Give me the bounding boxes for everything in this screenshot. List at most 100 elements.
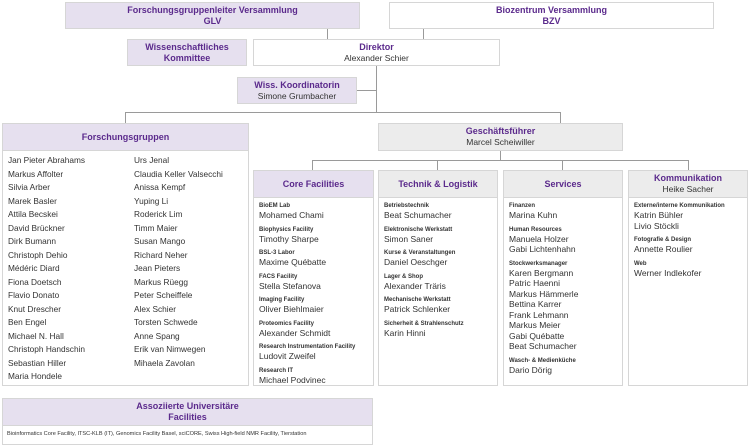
section-label: Biophysics Facility [259,226,314,233]
core-title: Core Facilities [282,178,345,189]
connector [688,160,689,170]
group-leader-name: Mihaela Zavolan [134,357,195,368]
section-label: Externe/interne Kommunikation [634,203,725,209]
person-name: Beat Schumacher [384,210,452,220]
assoz-title-2: Facilities [168,412,207,422]
group-leader-name: Markus Affolter [8,168,64,179]
bzv-box: Biozentrum Versammlung BZV [389,2,714,29]
group-leader-name: Claudia Keller Valsecchi [134,168,223,179]
direktor-name: Alexander Schier [344,52,409,63]
person-name: Oliver Biehlmaier [259,304,324,314]
assoz-facilities-list: Bioinformatics Core Facility, ITSC-KLB (… [7,431,307,437]
group-leader-name: Jean Pieters [134,263,181,273]
section-label: BioEM Lab [259,203,290,209]
komm-name: Heike Sacher [662,184,714,194]
section-label: Wasch- & Medienküche [509,357,576,364]
group-leader-name: Dirk Bumann [8,236,56,246]
person-name: Markus Meier [509,320,561,330]
connector [125,112,561,113]
group-leader-name: Christoph Dehio [8,249,68,260]
person-name: Daniel Oeschger [384,257,448,267]
group-leader-name: Markus Rüegg [134,276,188,287]
person-name: Alexander Träris [384,280,446,291]
section-label: Imaging Facility [259,297,305,303]
person-name: Timothy Sharpe [259,233,319,244]
assoz-box: Assoziierte Universitäre Facilities Bioi… [2,398,373,445]
group-leader-name: David Brückner [8,222,65,233]
group-leader-name: Médéric Diard [8,263,60,273]
connector [327,28,328,39]
group-leader-name: Jan Pieter Abrahams [8,155,86,165]
person-name: Werner Indlekofer [634,267,702,278]
section-label: Fotografie & Design [634,237,692,243]
group-leader-name: Flavio Donato [8,290,60,300]
koord-box: Wiss. Koordinatorin Simone Grumbacher [237,77,357,104]
connector [356,90,376,91]
person-name: Bettina Karrer [509,299,562,309]
section-label: Kurse & Veranstaltungen [384,250,456,256]
group-leader-name: Timm Maier [134,222,178,233]
connector [376,65,377,112]
connector [423,28,424,39]
person-name: Michael Podvinec [259,374,326,385]
gf-name: Marcel Scheiwiller [466,137,535,147]
koord-name: Simone Grumbacher [257,90,337,101]
person-name: Beat Schumacher [509,341,577,351]
group-leader-name: Erik van Nimwegen [134,344,206,354]
wk-title-2: Kommittee [163,52,211,63]
person-name: Alexander Schmidt [259,327,331,338]
group-leader-name: Yuping Li [134,195,169,206]
person-name: Stella Stefanova [259,280,321,291]
wk-title-1: Wissenschaftliches [145,41,229,52]
section-label: Stockwerksmanager [509,260,568,267]
group-leader-name: Roderick Lim [134,209,183,219]
connector [500,150,501,160]
person-name: Mohamed Chami [259,210,324,220]
person-name: Ludovit Zweifel [259,351,316,361]
group-leader-name: Knut Drescher [8,303,62,314]
connector [312,160,313,170]
person-name: Manuela Holzer [509,233,569,244]
person-name: Marina Kuhn [509,210,558,220]
group-leader-name: Torsten Schwede [134,317,198,327]
glv-abbr: GLV [203,15,222,26]
group-leader-name: Richard Neher [134,249,188,260]
kommunikation-box: Kommunikation Heike Sacher Externe/inter… [628,170,748,386]
person-name: Gabi Québatte [509,330,565,341]
group-leader-name: Anne Spang [134,330,180,341]
forschungsgruppen-title: Forschungsgruppen [81,131,170,142]
section-label: Betriebstechnik [384,203,430,209]
technik-title: Technik & Logistik [398,178,478,189]
group-leader-name: Christoph Handschin [8,344,86,354]
connector [562,160,563,170]
gf-box: Geschäftsführer Marcel Scheiwiller [378,123,623,151]
person-name: Markus Hämmerle [509,288,579,299]
connector [560,112,561,123]
section-label: Proteomics Facility [259,320,315,327]
bzv-abbr: BZV [542,15,561,26]
person-name: Patrick Schlenker [384,304,451,314]
group-leader-name: Urs Jenal [134,155,170,165]
direktor-box: Direktor Alexander Schier [253,39,500,66]
bzv-title: Biozentrum Versammlung [495,4,608,15]
section-label: Research IT [259,367,294,374]
section-label: FACS Facility [259,273,298,280]
section-label: Lager & Shop [384,273,424,280]
person-name: Annette Roulier [634,244,693,254]
person-name: Livio Stöckli [634,220,679,231]
connector [312,160,689,161]
person-name: Frank Lehmann [509,309,569,320]
group-leader-name: Susan Mango [134,236,186,246]
group-leader-name: Fiona Doetsch [8,276,62,287]
section-label: Research Instrumentation Facility [259,344,356,350]
group-leader-name: Michael N. Hall [8,330,64,341]
section-label: Elektronische Werkstatt [384,226,453,233]
group-leader-name: Attila Becskei [8,209,58,219]
